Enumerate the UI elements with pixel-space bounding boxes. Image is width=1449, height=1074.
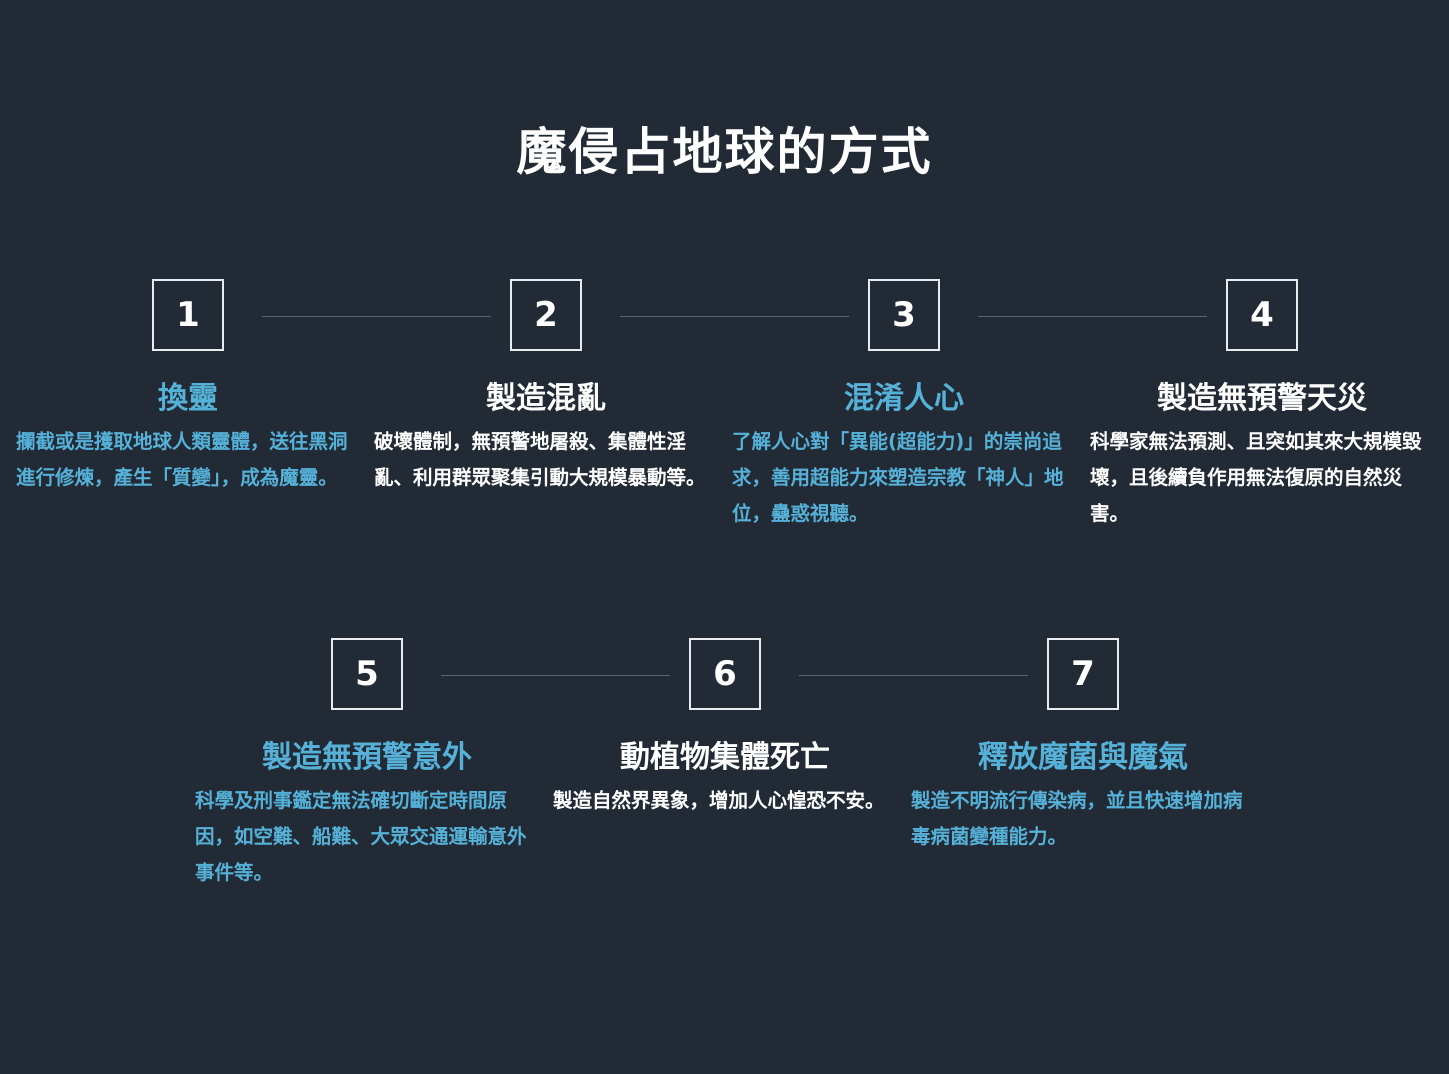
step-number-box: 7 [1047, 638, 1119, 710]
step-heading: 換靈 [158, 381, 218, 416]
step-description: 破壞體制，無預警地屠殺、集體性淫亂、利用群眾聚集引動大規模暴動等。 [374, 430, 706, 489]
connector-line-5-6 [441, 675, 670, 676]
connector-line-1-2 [262, 316, 491, 317]
connector-line-2-3 [620, 316, 849, 317]
step-description: 攔截或是擭取地球人類靈體，送往黑洞進行修煉，產生「質變」，成為魔靈。 [16, 430, 348, 489]
page-title: 魔侵占地球的方式 [516, 123, 933, 181]
connector-line-3-4 [978, 316, 1207, 317]
step-number-box: 2 [510, 279, 582, 351]
step-number-box: 3 [868, 279, 940, 351]
step-number-box: 6 [689, 638, 761, 710]
step-heading: 製造無預警天災 [1157, 381, 1367, 416]
step-heading: 製造無預警意外 [262, 740, 472, 775]
step-description: 製造自然界異象，增加人心惶恐不安。 [553, 789, 885, 812]
step-heading: 釋放魔菌與魔氣 [978, 740, 1188, 775]
step-number-box: 1 [152, 279, 224, 351]
connector-line-6-7 [799, 675, 1028, 676]
step-description: 科學家無法預測、且突如其來大規模毀壞，且後續負作用無法復原的自然災害。 [1090, 430, 1422, 525]
step-number-box: 4 [1226, 279, 1298, 351]
step-description: 科學及刑事鑑定無法確切斷定時間原因，如空難、船難、大眾交通運輸意外事件等。 [195, 789, 527, 884]
step-heading: 製造混亂 [486, 381, 606, 416]
step-heading: 混淆人心 [844, 381, 964, 416]
step-description: 製造不明流行傳染病，並且快速增加病毒病菌變種能力。 [911, 789, 1243, 848]
step-number-box: 5 [331, 638, 403, 710]
step-description: 了解人心對「異能(超能力)」的崇尚追求，善用超能力來塑造宗教「神人」地位，蠱惑視… [732, 430, 1064, 525]
step-heading: 動植物集體死亡 [620, 740, 830, 775]
